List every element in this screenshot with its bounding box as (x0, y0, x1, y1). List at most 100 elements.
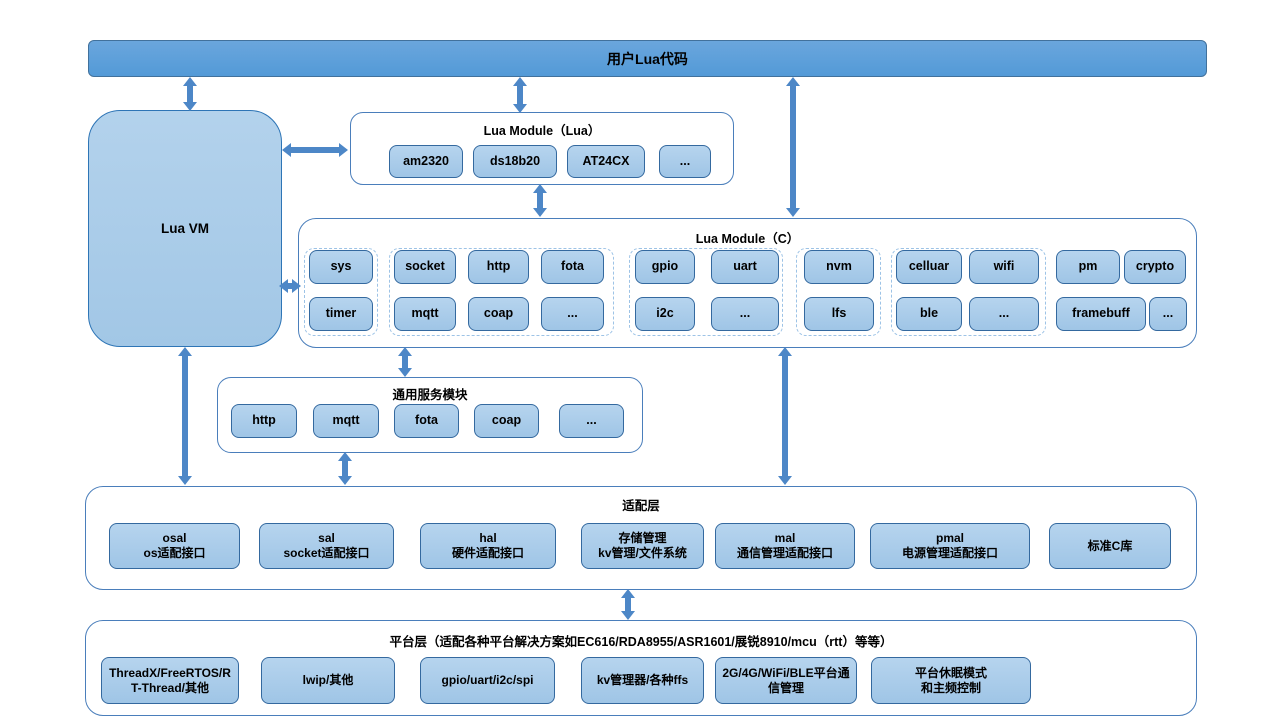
adaptation-box: pmal 电源管理适配接口 (870, 523, 1030, 569)
module-label: ds18b20 (489, 153, 541, 168)
lua-module-box: am2320 (389, 145, 463, 178)
module-sublabel: 通信管理适配接口 (736, 546, 833, 560)
module-label: 标准C库 (1087, 538, 1133, 553)
module-label: mal (774, 531, 796, 545)
module-label: crypto (1135, 259, 1175, 274)
module-label: wifi (993, 259, 1015, 274)
c-module-box: nvm (804, 250, 874, 284)
c-module-box: http (468, 250, 529, 284)
c-module-box: socket (394, 250, 456, 284)
module-label: coap (491, 413, 522, 428)
common-services-container: 通用服务模块 http mqtt fota coap ... (217, 377, 643, 453)
module-label: uart (733, 259, 757, 274)
lua-module-lua-container: Lua Module（Lua） am2320 ds18b20 AT24CX ..… (350, 112, 734, 185)
module-label: ... (586, 413, 597, 428)
module-label: celluar (908, 259, 950, 274)
connector-arrow-modulec-adaptation (778, 347, 792, 485)
c-module-box: wifi (969, 250, 1039, 284)
lua-module-c-title: Lua Module（C） (695, 232, 800, 246)
module-label: hal (479, 531, 497, 545)
c-module-box: crypto (1124, 250, 1186, 284)
platform-box: 2G/4G/WiFi/BLE平台通信管理 (715, 657, 857, 704)
c-module-box: ble (896, 297, 962, 331)
module-group-peripheral (629, 248, 783, 336)
module-label: ... (679, 153, 691, 168)
c-module-box: pm (1056, 250, 1120, 284)
c-module-box: timer (309, 297, 373, 331)
platform-layer-container: 平台层（适配各种平台解决方案如EC616/RDA8955/ASR1601/展锐8… (85, 620, 1197, 716)
service-box: fota (394, 404, 459, 438)
connector-arrow-adaptation-platform (621, 589, 635, 620)
c-module-box: fota (541, 250, 604, 284)
connector-arrow-modulelua-modulec (533, 184, 547, 217)
module-label: mqtt (332, 413, 360, 428)
module-label: framebuff (1072, 306, 1130, 321)
c-module-box: ... (711, 297, 779, 331)
adaptation-layer-container: 适配层 osal os适配接口 sal socket适配接口 hal 硬件适配接… (85, 486, 1197, 590)
service-box: coap (474, 404, 539, 438)
c-module-box: ... (969, 297, 1039, 331)
module-label: ... (1162, 306, 1174, 321)
module-label: fota (415, 413, 438, 428)
user-lua-code-bar: 用户Lua代码 (88, 40, 1207, 77)
connector-arrow-bar-luavm (183, 77, 197, 111)
platform-box: gpio/uart/i2c/spi (420, 657, 555, 704)
c-module-box: sys (309, 250, 373, 284)
c-module-box: uart (711, 250, 779, 284)
module-group-core (304, 248, 378, 336)
lua-module-box: ... (659, 145, 711, 178)
module-group-radio (891, 248, 1046, 336)
module-label: 2G/4G/WiFi/BLE平台通信管理 (722, 665, 850, 695)
connector-arrow-bar-modulelua (513, 77, 527, 113)
service-box: mqtt (313, 404, 379, 438)
adaptation-box: osal os适配接口 (109, 523, 240, 569)
platform-box: lwip/其他 (261, 657, 395, 704)
lua-module-box: AT24CX (567, 145, 645, 178)
module-sublabel: kv管理/文件系统 (598, 546, 687, 560)
platform-box: kv管理器/各种ffs (581, 657, 704, 704)
platform-box: 平台休眠模式 和主频控制 (871, 657, 1031, 704)
module-group-network (389, 248, 614, 336)
c-module-box: i2c (635, 297, 695, 331)
platform-box: ThreadX/FreeRTOS/RT-Thread/其他 (101, 657, 239, 704)
module-sublabel: 和主频控制 (920, 680, 981, 695)
c-module-box: gpio (635, 250, 695, 284)
c-module-box: celluar (896, 250, 962, 284)
module-label: ble (919, 306, 939, 321)
adaptation-box: mal 通信管理适配接口 (715, 523, 855, 569)
connector-arrow-luavm-adaptation (178, 347, 192, 485)
module-label: http (486, 259, 511, 274)
module-group-storage (796, 248, 881, 336)
module-label: 存储管理 (618, 531, 667, 545)
module-label: i2c (656, 306, 674, 321)
adaptation-box: 存储管理 kv管理/文件系统 (581, 523, 704, 569)
module-label: mqtt (411, 306, 439, 321)
connector-arrow-luavm-modulec (279, 279, 301, 293)
module-label: ThreadX/FreeRTOS/RT-Thread/其他 (109, 665, 231, 695)
module-label: coap (483, 306, 514, 321)
module-label: osal (162, 531, 187, 545)
c-module-box: framebuff (1056, 297, 1146, 331)
service-box: http (231, 404, 297, 438)
connector-arrow-bar-modulec (786, 77, 800, 217)
module-label: http (252, 413, 276, 428)
module-label: ... (567, 306, 578, 321)
adaptation-layer-title: 适配层 (622, 499, 660, 513)
module-label: ... (998, 306, 1010, 321)
c-module-box: ... (541, 297, 604, 331)
module-label: gpio (651, 259, 679, 274)
module-sublabel: os适配接口 (143, 546, 206, 560)
platform-layer-title: 平台层（适配各种平台解决方案如EC616/RDA8955/ASR1601/展锐8… (389, 635, 893, 649)
lua-module-c-container: Lua Module（C） sys timer socket http fota… (298, 218, 1197, 348)
adaptation-box: sal socket适配接口 (259, 523, 394, 569)
module-label: lfs (831, 306, 847, 321)
module-label: fota (561, 259, 584, 274)
lua-module-box: ds18b20 (473, 145, 557, 178)
module-label: am2320 (403, 153, 449, 168)
module-label: kv管理器/各种ffs (596, 673, 689, 687)
service-box: ... (559, 404, 624, 438)
module-label: sys (330, 259, 352, 274)
connector-arrow-modulec-services (398, 347, 412, 377)
lua-vm-block: Lua VM (88, 110, 282, 347)
